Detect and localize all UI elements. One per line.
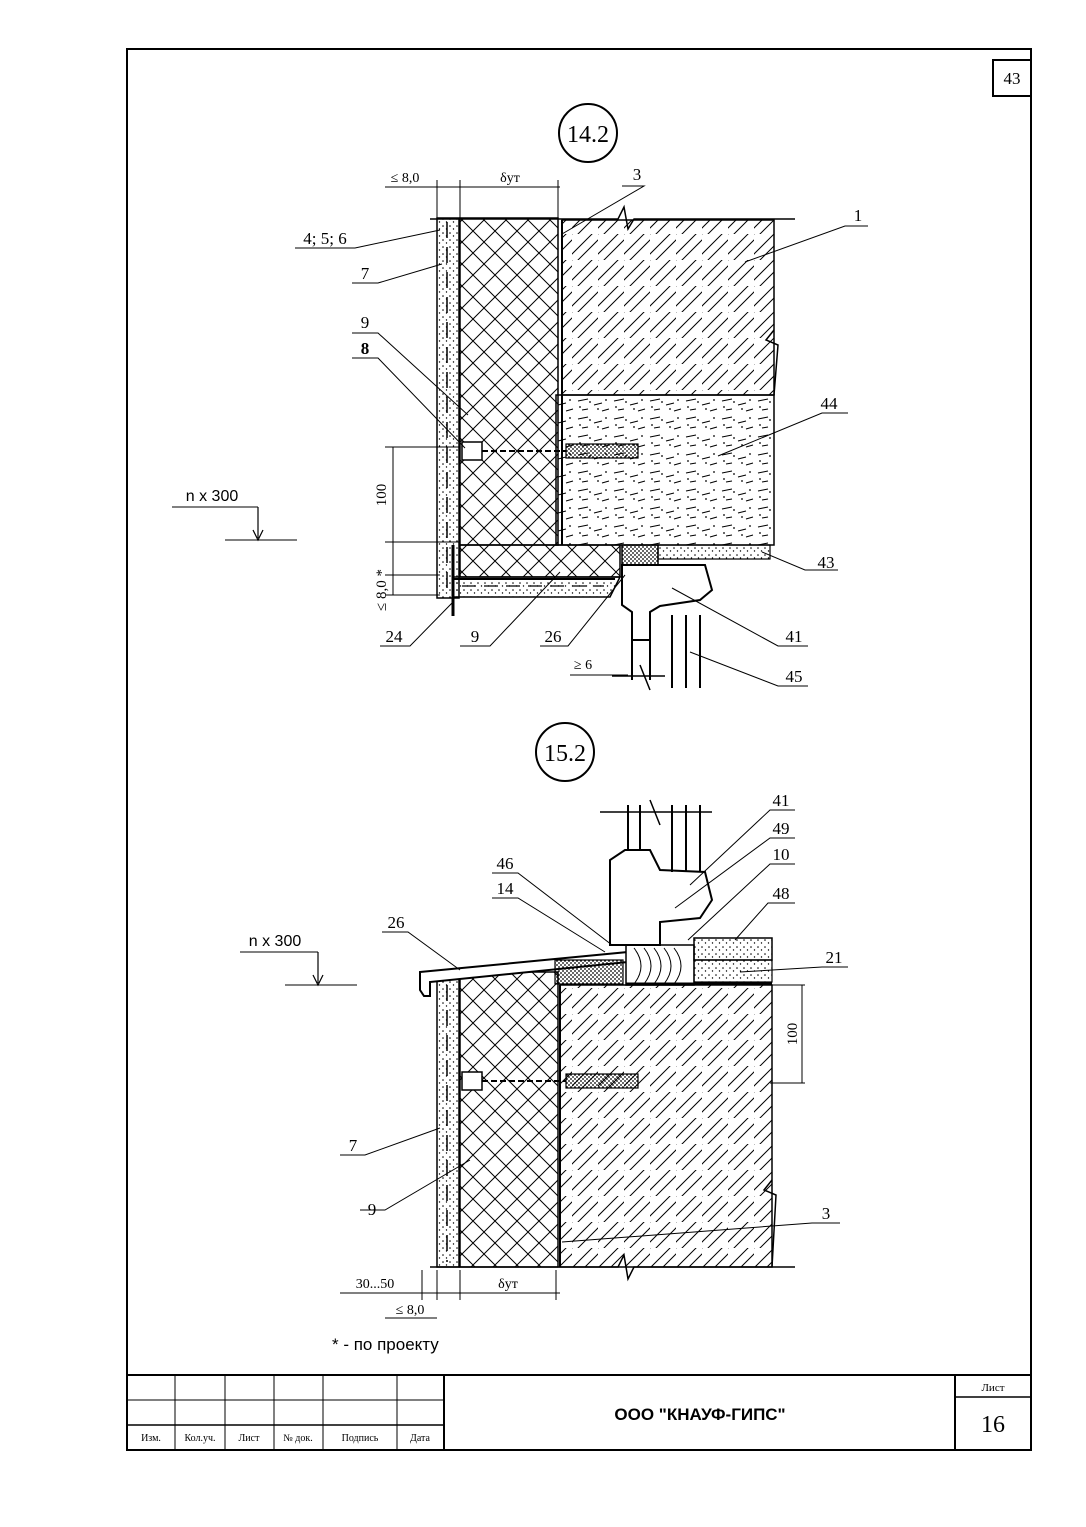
sheet-frame xyxy=(126,48,1032,1451)
title-block: Изм. Кол.уч. Лист № док. Подпись Дата ОО… xyxy=(127,1374,1031,1450)
frame-break xyxy=(612,664,665,691)
footnote: * - по проекту xyxy=(332,1335,439,1354)
insulation-board xyxy=(459,217,559,546)
dim-reveal-14: ≤ 8,0 * xyxy=(374,569,390,611)
tb-col-doc: № док. xyxy=(283,1433,313,1444)
corner-page-number: 43 xyxy=(1004,69,1021,88)
detail-15-2: 15.2 100 xyxy=(240,722,848,1319)
label-15-49: 49 xyxy=(773,819,790,838)
label-14-24: 24 xyxy=(386,627,404,646)
label-14-9a: 9 xyxy=(361,313,370,332)
inner-board xyxy=(693,937,773,961)
label-14-41: 41 xyxy=(786,627,803,646)
dim-anchor-15: 100 xyxy=(785,1023,801,1046)
label-14-43: 43 xyxy=(818,553,835,572)
label-14-44: 44 xyxy=(821,394,839,413)
label-14-45: 45 xyxy=(786,667,803,686)
foam-joint xyxy=(657,544,771,560)
tb-col-kol: Кол.уч. xyxy=(184,1433,215,1444)
label-15-26: 26 xyxy=(388,913,405,932)
dim-anchor-14: 100 xyxy=(374,484,390,507)
callout-n300-14: n x 300 xyxy=(186,488,239,505)
label-15-48: 48 xyxy=(773,884,790,903)
sealing-tape xyxy=(621,544,659,566)
tb-col-date: Дата xyxy=(410,1433,430,1444)
tb-col-izm: Изм. xyxy=(141,1433,161,1444)
detail-15-2-id: 15.2 xyxy=(544,741,586,767)
plaster-layer-15 xyxy=(436,974,460,1268)
dim-insulation-14: δут xyxy=(500,171,520,186)
concrete-lintel xyxy=(555,394,775,546)
dim-gap-14: ≥ 6 xyxy=(574,658,592,673)
insulation-board-15 xyxy=(459,971,559,1268)
label-14-3: 3 xyxy=(633,165,642,184)
label-15-7: 7 xyxy=(349,1136,358,1155)
tb-col-sign: Подпись xyxy=(342,1433,379,1444)
label-15-41: 41 xyxy=(773,791,790,810)
tb-col-list: Лист xyxy=(239,1433,261,1444)
anchor-plug xyxy=(565,443,639,459)
label-15-3: 3 xyxy=(822,1204,831,1223)
window-frame-15 xyxy=(609,849,714,946)
label-15-21: 21 xyxy=(826,948,843,967)
break-line-bottom-15 xyxy=(430,1252,795,1282)
frame-break-15 xyxy=(600,799,712,826)
reveal-insulation xyxy=(459,544,621,578)
label-14-4-5-6: 4; 5; 6 xyxy=(303,229,346,248)
tb-company: ООО "КНАУФ-ГИПС" xyxy=(614,1405,785,1424)
leaders-14-2 xyxy=(295,185,868,687)
window-sash xyxy=(631,615,701,688)
window-frame xyxy=(621,564,714,641)
dim-finish-range-15: 30...50 xyxy=(356,1277,395,1292)
masonry-wall-15 xyxy=(559,984,773,1268)
label-14-8: 8 xyxy=(361,339,370,358)
inner-foam xyxy=(693,959,773,983)
detail-14-2-id: 14.2 xyxy=(567,122,609,148)
tb-sheet-label: Лист xyxy=(981,1382,1004,1394)
label-14-26: 26 xyxy=(545,627,562,646)
dim-finish-14: ≤ 8,0 xyxy=(391,171,420,186)
plaster-layer xyxy=(436,217,460,599)
dim-insulation-15: δут xyxy=(498,1277,518,1292)
masonry-wall xyxy=(561,219,775,396)
label-15-10: 10 xyxy=(773,845,790,864)
anchor-head-15 xyxy=(461,1071,483,1091)
label-14-7: 7 xyxy=(361,264,370,283)
detail-15-2-marker xyxy=(535,722,595,782)
corner-page-box xyxy=(992,59,1032,97)
break-line-right-15 xyxy=(762,1179,777,1268)
leaders-15-2 xyxy=(340,809,848,1243)
label-15-46: 46 xyxy=(497,854,514,873)
detail-14-2: 14.2 ≤ 8, xyxy=(172,103,868,691)
anchor-head xyxy=(461,441,483,461)
detail-14-2-marker xyxy=(558,103,618,163)
anchor-plug-15 xyxy=(565,1073,639,1089)
label-14-9b: 9 xyxy=(471,627,480,646)
window-sash-15 xyxy=(627,805,701,872)
dim-finish-15: ≤ 8,0 xyxy=(396,1303,425,1318)
label-15-9: 9 xyxy=(368,1200,377,1219)
label-15-14: 14 xyxy=(497,879,515,898)
sill-sealing xyxy=(554,959,624,985)
label-14-1: 1 xyxy=(854,206,863,225)
tb-sheet-number: 16 xyxy=(981,1412,1005,1438)
break-line-right xyxy=(764,329,779,396)
callout-n300-15: n x 300 xyxy=(249,933,302,950)
wood-grain xyxy=(633,947,682,985)
